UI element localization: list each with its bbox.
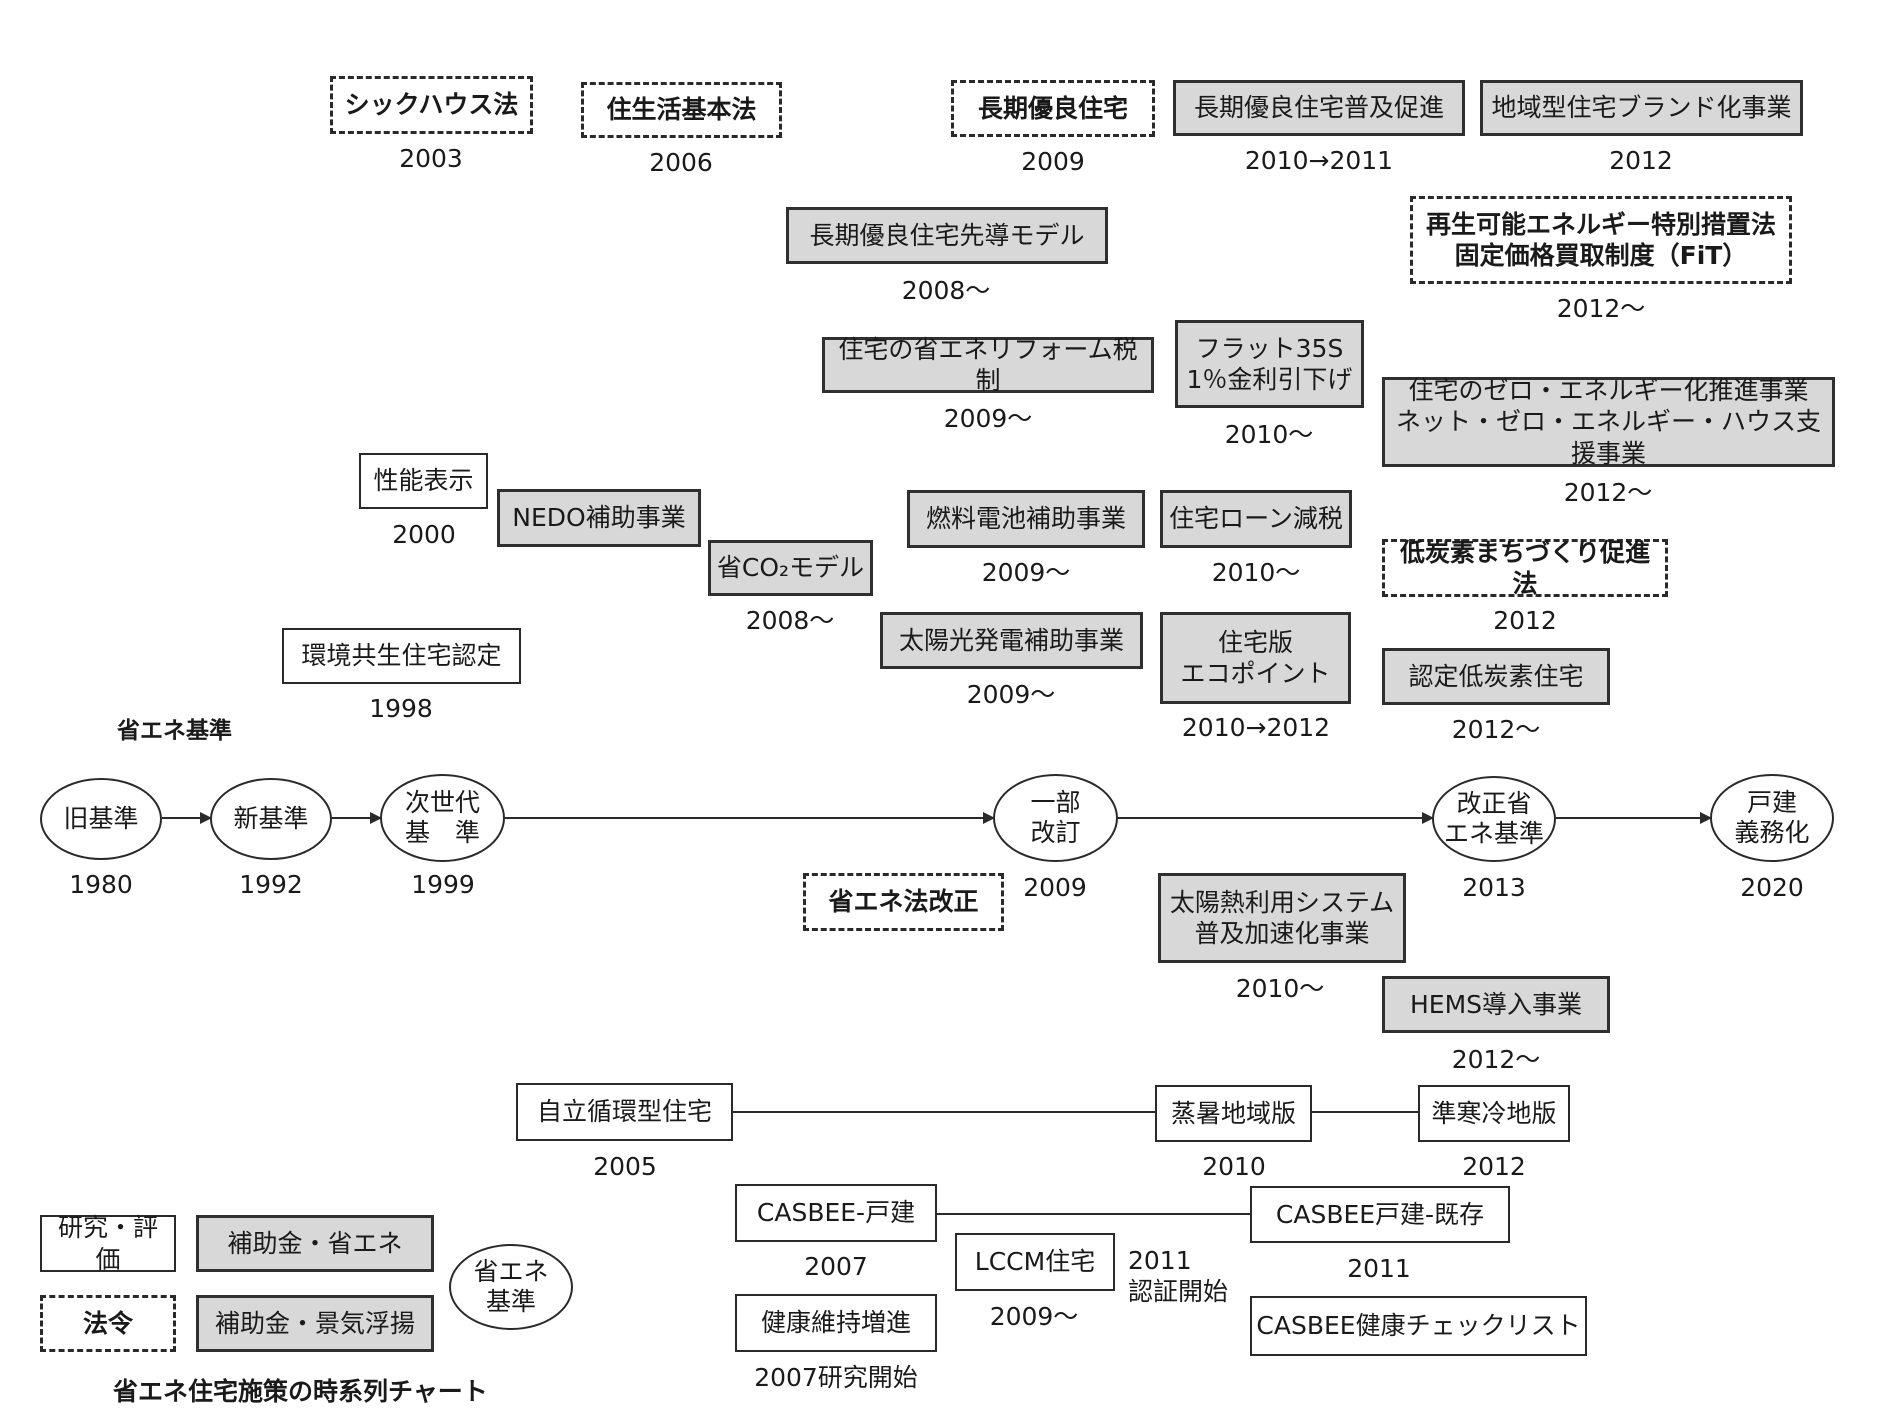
box-casbee-health-checklist: CASBEE健康チェックリスト <box>1250 1296 1587 1356</box>
year-hot-humid-version: 2010 <box>1202 1152 1266 1181</box>
year-eco-symbiosis-cert: 1998 <box>369 694 433 723</box>
box-flat35s: フラット35S 1％金利引下げ <box>1175 320 1364 408</box>
box-eco-point: 住宅版 エコポイント <box>1160 612 1351 704</box>
year-renewable-fit-law: 2012～ <box>1556 294 1646 323</box>
box-nedo-subsidy: NEDO補助事業 <box>497 489 701 547</box>
box-casbee-detached: CASBEE-戸建 <box>735 1184 937 1242</box>
box-living-basic-law: 住生活基本法 <box>581 82 782 138</box>
box-certified-low-carbon: 認定低炭素住宅 <box>1382 648 1610 705</box>
box-zero-energy-house: 住宅のゼロ・エネルギー化推進事業 ネット・ゼロ・エネルギー・ハウス支援事業 <box>1382 376 1835 468</box>
year-lccm-house: 2009～ <box>989 1302 1079 1331</box>
box-long-life-promotion: 長期優良住宅普及促進 <box>1173 80 1465 136</box>
node-new-standard: 新基準 <box>210 778 332 860</box>
section-heading-standards: 省エネ基準 <box>117 718 232 744</box>
chart-caption: 省エネ住宅施策の時系列チャート <box>113 1377 488 1406</box>
year-fuel-cell-subsidy: 2009～ <box>981 558 1071 587</box>
node-partial-revision: 一部 改訂 <box>993 774 1118 862</box>
year-self-sustaining-house: 2005 <box>593 1152 657 1181</box>
year-casbee-existing: 2011 <box>1347 1254 1411 1283</box>
box-low-carbon-town-law: 低炭素まちづくり促進法 <box>1382 538 1668 598</box>
box-energy-law-revision: 省エネ法改正 <box>803 873 1004 931</box>
year-long-life-leading-model: 2008～ <box>901 276 991 305</box>
node-next-gen-standard: 次世代 基 準 <box>380 774 505 862</box>
year-hems: 2012～ <box>1451 1045 1541 1074</box>
legend-energy-standard: 省エネ 基準 <box>449 1244 573 1330</box>
year-housing-loan-tax: 2010～ <box>1211 558 1301 587</box>
year-low-carbon-town-law: 2012 <box>1493 606 1557 635</box>
year-flat35s: 2010～ <box>1224 420 1314 449</box>
box-long-life-leading-model: 長期優良住宅先導モデル <box>786 207 1108 264</box>
year-revised-standard: 2013 <box>1462 873 1526 902</box>
legend-subsidy-energy: 補助金・省エネ <box>196 1215 434 1272</box>
box-health-promotion: 健康維持増進 <box>735 1294 937 1352</box>
box-hot-humid-version: 蒸暑地域版 <box>1155 1085 1312 1142</box>
node-old-standard: 旧基準 <box>40 778 162 860</box>
year-semi-cold-version: 2012 <box>1462 1152 1526 1181</box>
year-sick-house-law: 2003 <box>399 144 463 173</box>
year-living-basic-law: 2006 <box>649 148 713 177</box>
year-lccm-certification: 2011 認証開始 <box>1128 1246 1229 1307</box>
year-eco-point: 2010→2012 <box>1181 713 1331 742</box>
year-solar-pv-subsidy: 2009～ <box>966 680 1056 709</box>
year-old-standard: 1980 <box>69 870 133 899</box>
box-solar-pv-subsidy: 太陽光発電補助事業 <box>880 612 1143 669</box>
year-renovation-tax: 2009～ <box>943 404 1033 433</box>
year-regional-brand: 2012 <box>1609 146 1673 175</box>
year-performance-display: 2000 <box>392 520 456 549</box>
year-zero-energy-house: 2012～ <box>1563 478 1653 507</box>
year-next-gen-standard: 1999 <box>411 870 475 899</box>
year-long-life-promotion: 2010→2011 <box>1244 146 1394 175</box>
year-partial-revision: 2009 <box>1023 873 1087 902</box>
box-regional-brand: 地域型住宅ブランド化事業 <box>1480 80 1803 136</box>
legend-law: 法令 <box>40 1295 176 1352</box>
box-casbee-existing: CASBEE戸建-既存 <box>1250 1186 1510 1243</box>
box-semi-cold-version: 準寒冷地版 <box>1418 1085 1570 1142</box>
year-long-life-housing: 2009 <box>1021 147 1085 176</box>
year-solar-thermal: 2010～ <box>1235 974 1325 1003</box>
year-mandatory-detached: 2020 <box>1740 873 1804 902</box>
box-hems: HEMS導入事業 <box>1382 976 1610 1033</box>
legend-research-evaluation: 研究・評価 <box>40 1213 176 1274</box>
box-renovation-tax: 住宅の省エネリフォーム税制 <box>822 335 1154 395</box>
box-sick-house-law: シックハウス法 <box>330 76 533 134</box>
box-long-life-housing: 長期優良住宅 <box>951 80 1155 137</box>
legend-subsidy-stimulus: 補助金・景気浮揚 <box>196 1295 434 1352</box>
year-casbee-detached: 2007 <box>804 1252 868 1281</box>
box-solar-thermal: 太陽熱利用システム 普及加速化事業 <box>1158 873 1406 963</box>
node-mandatory-detached: 戸建 義務化 <box>1710 774 1834 862</box>
box-fuel-cell-subsidy: 燃料電池補助事業 <box>907 490 1145 548</box>
year-certified-low-carbon: 2012～ <box>1451 715 1541 744</box>
box-eco-symbiosis-cert: 環境共生住宅認定 <box>282 628 521 684</box>
year-health-promotion: 2007研究開始 <box>754 1363 918 1392</box>
box-performance-display: 性能表示 <box>359 453 488 509</box>
box-lccm-house: LCCM住宅 <box>955 1233 1115 1291</box>
year-new-standard: 1992 <box>239 870 303 899</box>
year-co2-model: 2008～ <box>745 606 835 635</box>
box-renewable-fit-law: 再生可能エネルギー特別措置法 固定価格買取制度（FiT） <box>1410 196 1792 284</box>
box-self-sustaining-house: 自立循環型住宅 <box>516 1083 733 1141</box>
node-revised-standard: 改正省 エネ基準 <box>1432 776 1556 862</box>
box-co2-model: 省CO₂モデル <box>708 540 873 596</box>
box-housing-loan-tax: 住宅ローン減税 <box>1160 490 1352 548</box>
